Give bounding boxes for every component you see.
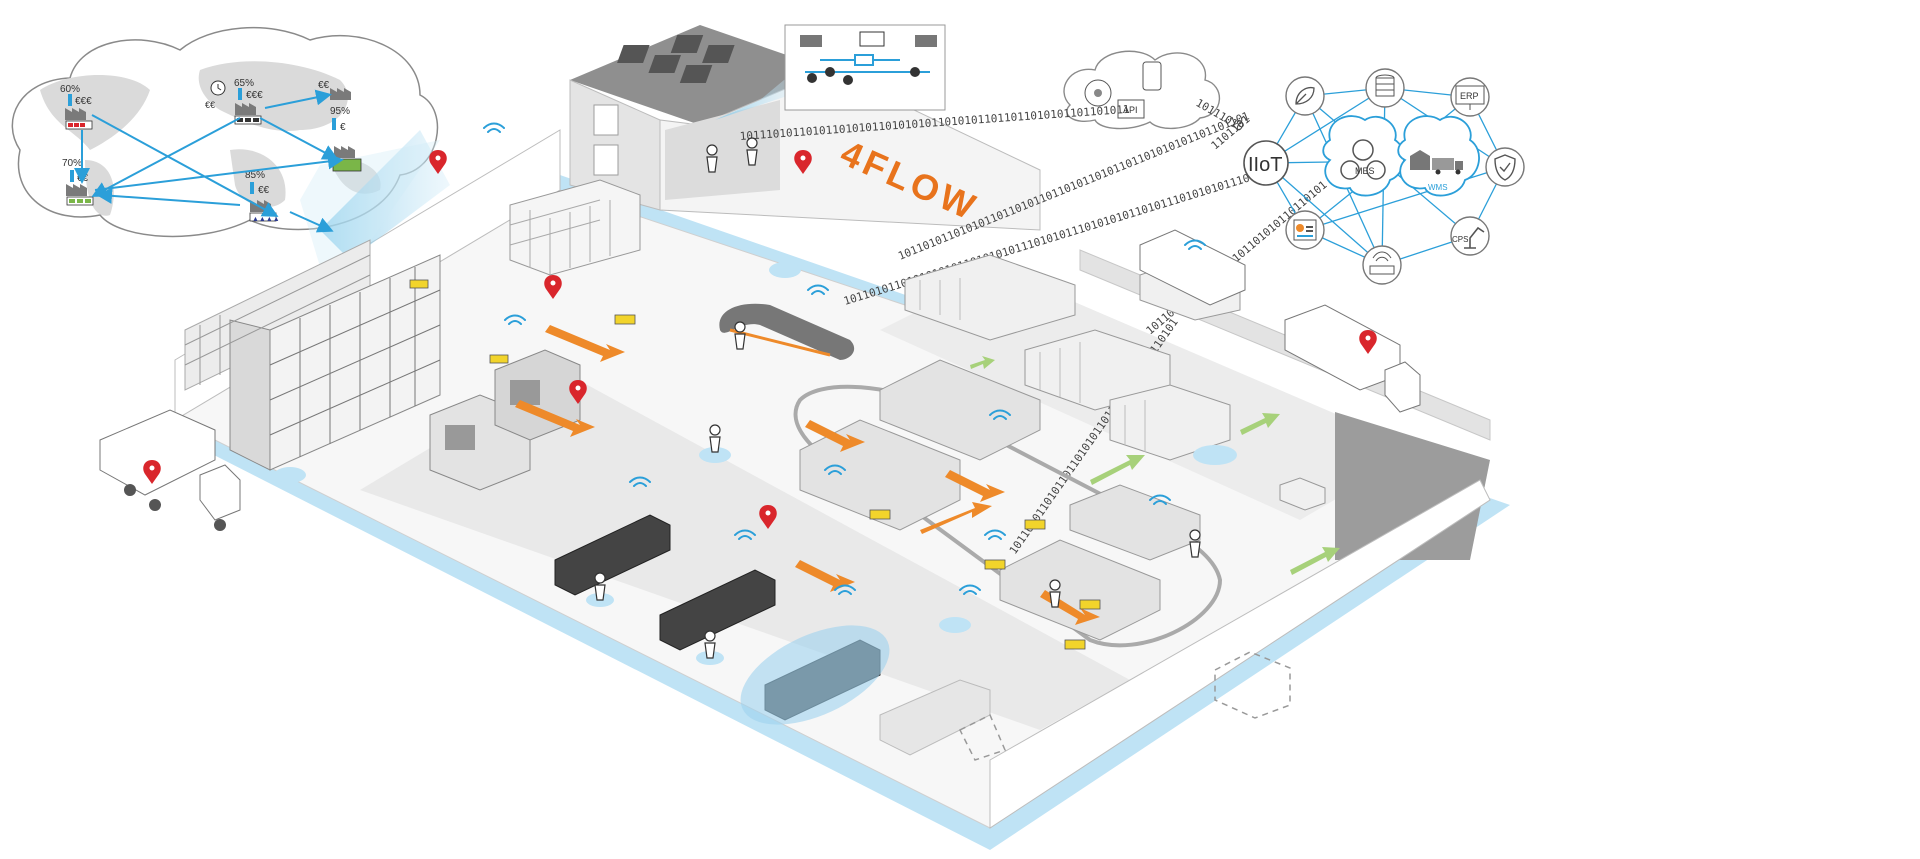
map-pin-icon [1359,330,1377,354]
material-flow-arrows [515,325,1100,625]
site-2-pct: 65% [234,78,254,89]
wifi-icon [734,529,756,540]
main-aisle [360,370,1130,730]
cnc-machines [429,349,581,491]
iiot-network: MES WMS IIoT ERP [1243,68,1525,285]
site-3: €€ [318,80,351,100]
office-meeting-room [665,100,780,200]
router-node [1362,245,1402,285]
mes-brain [1322,115,1405,197]
map-pin-icon [759,505,777,529]
global-flows [74,89,344,233]
process-flow-callout [715,24,946,120]
site-1-pct: 60% [60,84,80,95]
agvs [409,279,1101,650]
wifi-icon [1184,239,1206,250]
wifi-icon [959,584,981,595]
wifi-icon [1149,494,1171,505]
shield-node [1485,147,1525,187]
site-1: 60% €€€ [60,84,93,130]
high-bay-racking [184,239,441,471]
api-box [1117,99,1145,119]
pallet-storage-rack [509,179,641,276]
shield-check-icon [1494,154,1516,181]
robot-arm-icon [1464,226,1485,249]
erp-label: ERP [1460,91,1479,101]
truck-outbound [1284,304,1421,413]
svg-text:€€: €€ [205,100,215,110]
workers [594,137,1201,659]
cps-label: CPS [1452,235,1468,244]
router-icon [1369,265,1395,275]
site-5-pct: 70% [62,158,82,169]
site-2-cost: €€€ [246,90,263,101]
ghost-machine [879,679,991,756]
warehouse-truck-icon [1410,150,1463,175]
mes-label: MES [1355,166,1375,176]
wifi-signals [483,122,1206,595]
assembly-conveyor [719,303,855,360]
iiot-hub-node [1243,140,1289,186]
site-4-cost: € [340,122,346,133]
outbound-flow-arrows [970,356,1340,575]
solar-panels [617,35,735,83]
map-pin-icon [143,460,161,484]
phone-icon [1142,61,1162,91]
wms-brain [1397,115,1480,197]
leaf-node [1285,76,1325,116]
map-pin-icon [794,150,812,174]
wifi-icon [504,314,526,325]
site-4-pct: 95% [330,106,350,117]
tracked-assets [274,262,1237,665]
highlight-ellipse [740,625,890,725]
office-building: 4FLOW [569,25,1041,231]
map-pin-icon [544,275,562,299]
site-6-cost: €€ [258,185,270,196]
mes-gears-icon [1340,139,1386,180]
svg-text:▲▲▲▲: ▲▲▲▲ [252,216,280,223]
office-window-2 [593,144,619,176]
site-2: 65% €€€ €€ [205,78,263,125]
front-wall [989,479,1491,829]
api-label: API [1123,105,1138,115]
robot-cells [799,359,1201,641]
location-pins [143,150,1377,529]
map-pin-icon [569,380,587,404]
site-6-pct: 85% [245,170,265,181]
truck-inbound [99,409,241,531]
wifi-icon [807,284,829,295]
truck-dock [1139,229,1246,306]
leaf-icon [1295,86,1315,105]
wifi-icon [629,476,651,487]
wifi-icon [834,584,856,595]
wifi-icon [824,464,846,475]
wms-label: WMS [1428,183,1448,192]
database-node [1365,68,1405,108]
planned-expansion-outline [958,651,1291,761]
services-cloud: API [1063,50,1221,130]
dashboard-node [1285,210,1325,250]
database-icon [1375,74,1395,97]
wifi-icon [989,409,1011,420]
iiot-hub-label: IIoT [1248,154,1282,176]
site-3-cost: €€ [318,80,330,91]
cps-node: CPS [1450,216,1490,256]
wifi-icon [984,529,1006,540]
cloud-beam [320,130,450,260]
office-window-1 [593,104,619,136]
erp-node: ERP [1450,77,1490,117]
site-1-cost: €€€ [75,96,92,107]
wifi-icon [483,122,505,133]
map-pin-icon [429,150,447,174]
